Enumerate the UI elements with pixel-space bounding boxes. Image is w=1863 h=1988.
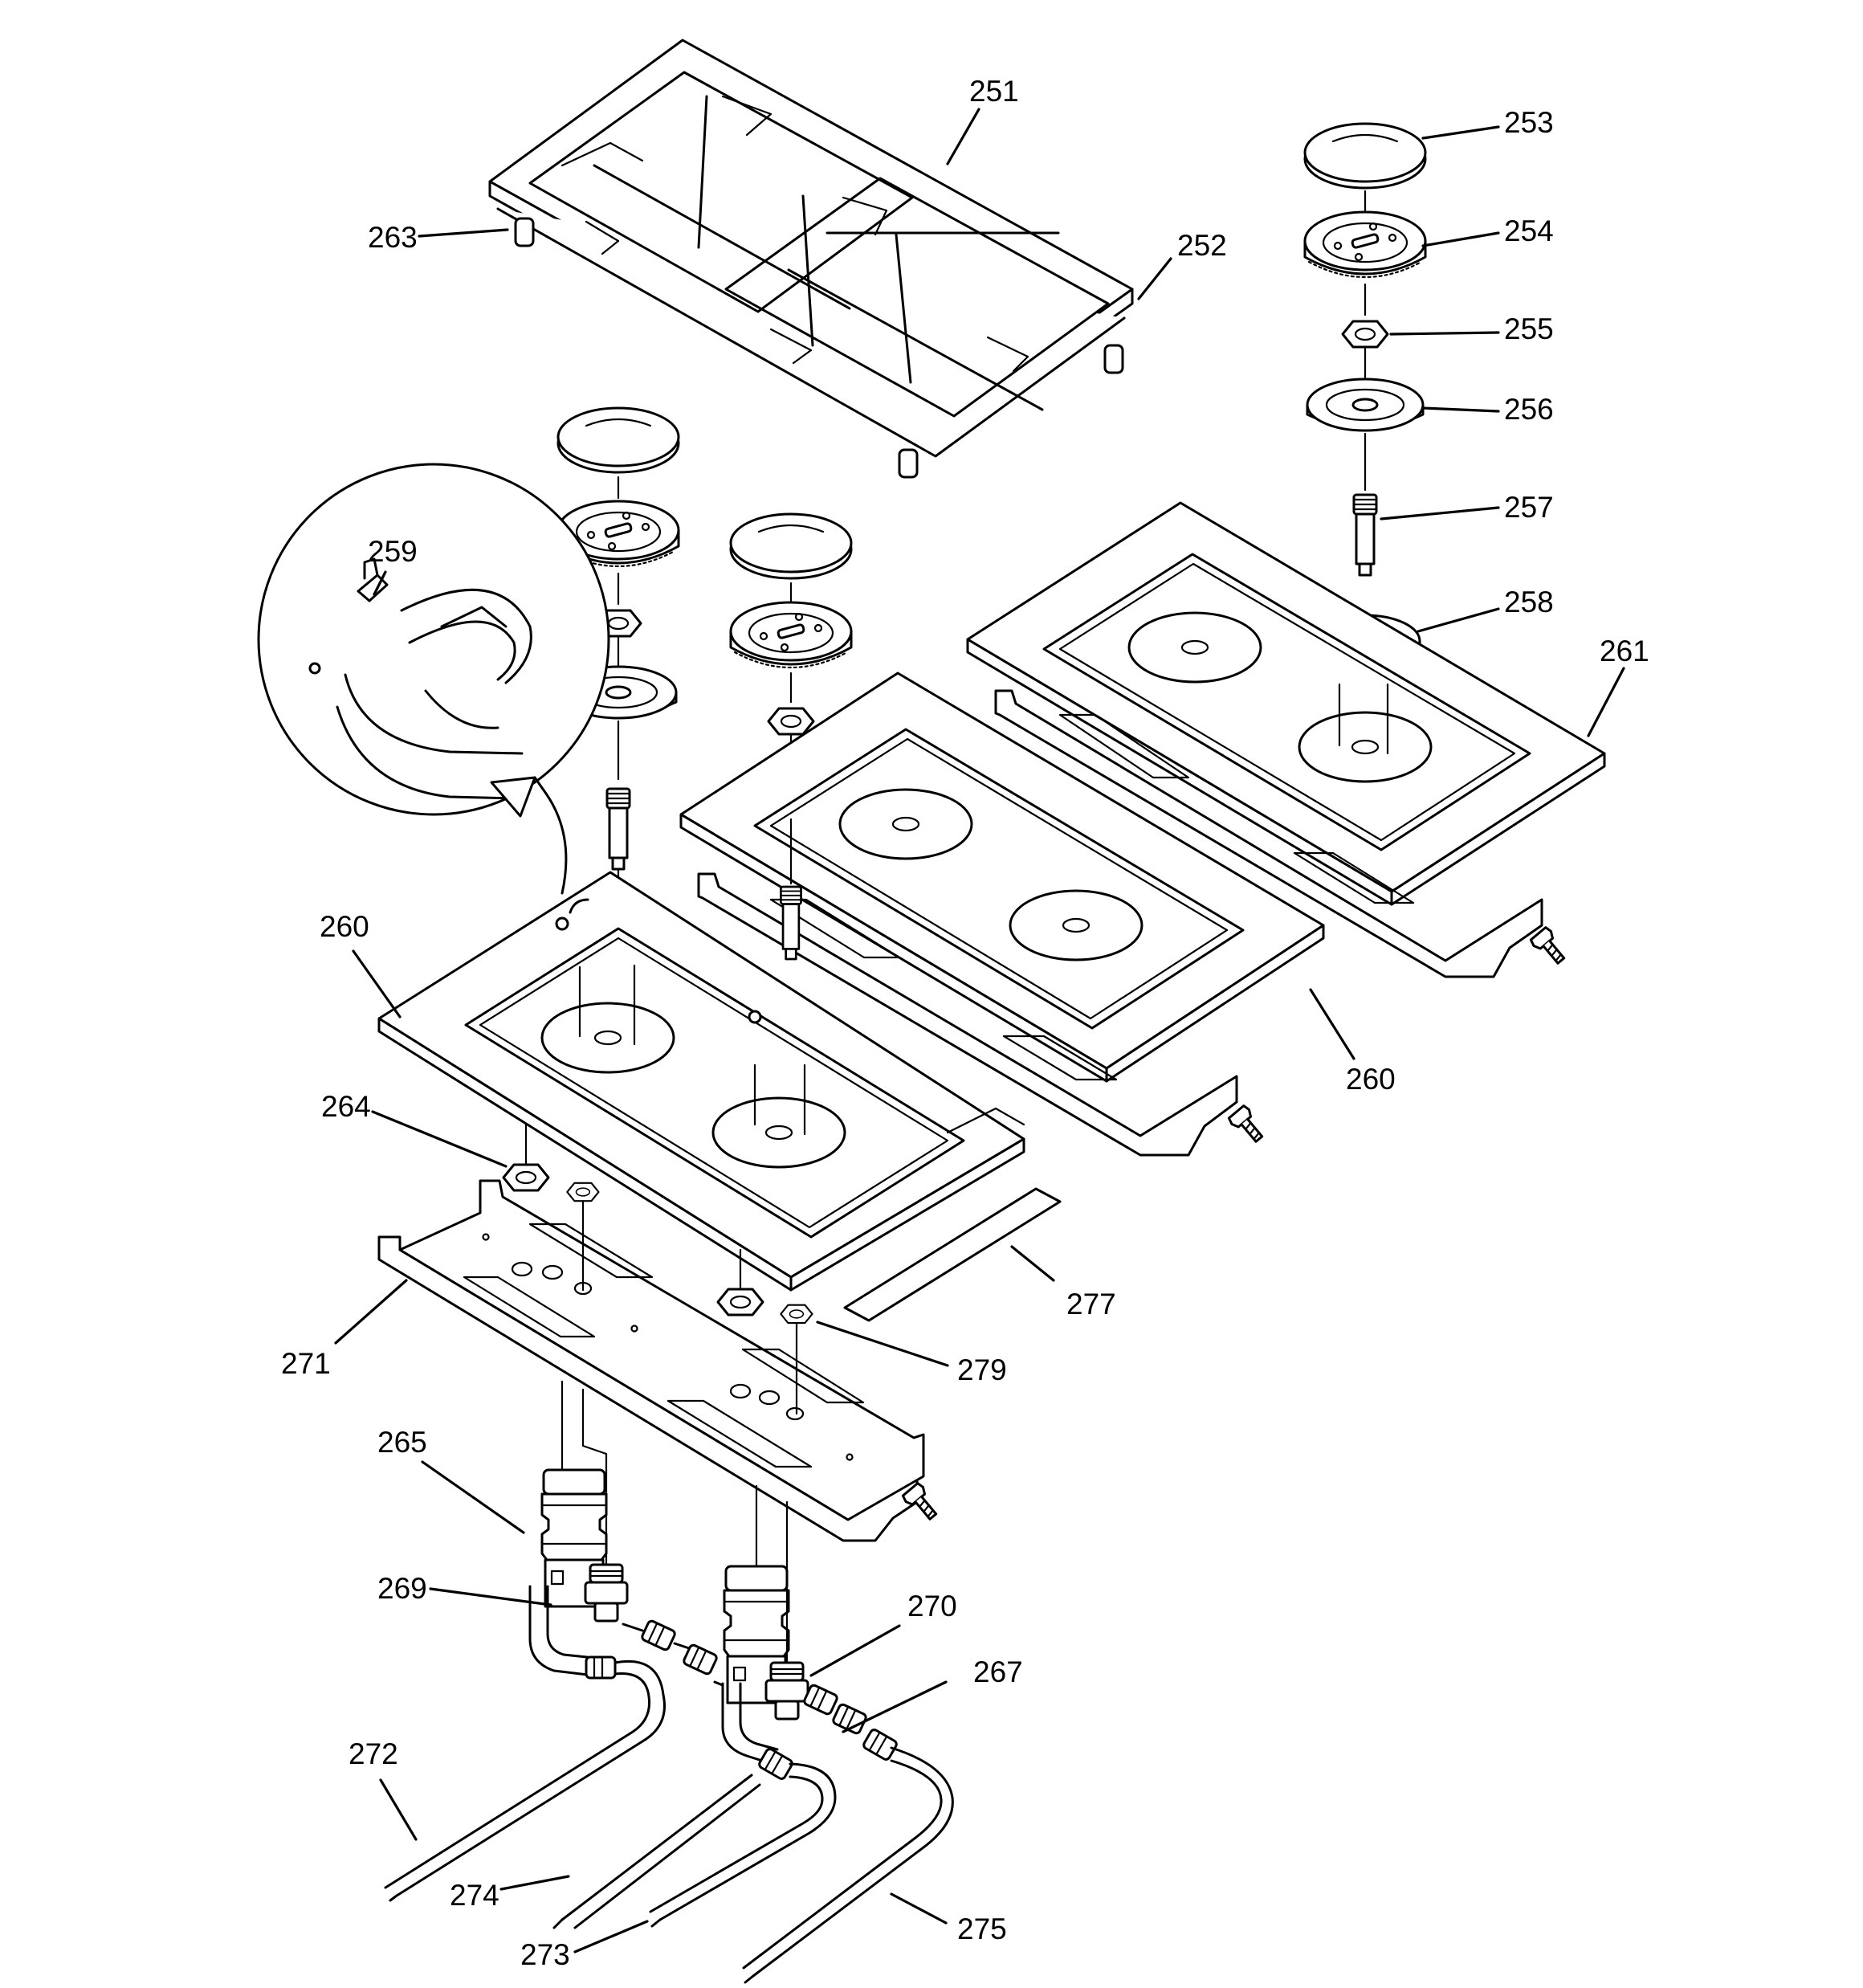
svg-text:270: 270: [907, 1590, 957, 1623]
callout-271: 271: [281, 1279, 408, 1380]
svg-text:257: 257: [1504, 491, 1554, 524]
svg-text:260: 260: [1346, 1063, 1396, 1096]
callout-labels: 251 252 253 254 255 256 257 258 259 260 …: [281, 75, 1649, 1971]
callout-255: 255: [1389, 312, 1554, 345]
callout-277: 277: [1010, 1245, 1116, 1321]
callout-258: 258: [1417, 586, 1554, 633]
callout-269: 269: [377, 1572, 552, 1606]
callout-253: 253: [1421, 106, 1554, 140]
svg-text:265: 265: [377, 1426, 427, 1459]
callout-265: 265: [377, 1426, 525, 1534]
svg-text:261: 261: [1600, 635, 1649, 667]
svg-text:260: 260: [320, 910, 369, 943]
svg-text:251: 251: [969, 75, 1019, 108]
svg-text:256: 256: [1504, 393, 1554, 426]
svg-text:279: 279: [957, 1353, 1007, 1386]
left-burner-box: [377, 871, 1025, 1292]
svg-text:269: 269: [377, 1572, 427, 1605]
callout-261: 261: [1587, 635, 1649, 737]
svg-text:277: 277: [1066, 1288, 1116, 1321]
callout-254: 254: [1421, 214, 1554, 247]
svg-text:272: 272: [349, 1737, 398, 1770]
manifold-bracket: [377, 1179, 944, 1542]
svg-text:274: 274: [450, 1879, 499, 1912]
callout-259: 259: [368, 535, 418, 596]
callout-260-left: 260: [320, 910, 402, 1018]
callout-267: 267: [842, 1655, 1023, 1733]
callout-263: 263: [368, 221, 509, 254]
callout-252: 252: [1137, 229, 1227, 300]
right-burner-stack: [1303, 122, 1427, 675]
detail-magnifier: [257, 463, 610, 895]
callout-256: 256: [1421, 393, 1554, 426]
svg-text:267: 267: [973, 1655, 1023, 1688]
callout-274: 274: [450, 1875, 570, 1912]
callout-260-right: 260: [1309, 988, 1396, 1096]
front-trim-strip: [843, 1187, 1062, 1322]
locknuts-gaskets: [502, 1123, 813, 1415]
svg-text:255: 255: [1504, 312, 1554, 345]
callout-273: 273: [520, 1920, 649, 1971]
right-burner-box: [966, 501, 1606, 978]
middle-burner-box: [679, 672, 1325, 1157]
callout-275: 275: [890, 1892, 1007, 1945]
svg-text:252: 252: [1177, 229, 1227, 262]
svg-text:254: 254: [1504, 214, 1554, 247]
svg-text:264: 264: [321, 1090, 371, 1123]
callout-270: 270: [809, 1590, 957, 1677]
svg-text:271: 271: [281, 1347, 331, 1380]
svg-text:275: 275: [957, 1912, 1007, 1945]
grate-assembly: [488, 39, 1134, 479]
gas-tubes: [384, 1585, 954, 1984]
callout-264: 264: [321, 1090, 508, 1168]
svg-text:273: 273: [520, 1938, 570, 1971]
svg-text:253: 253: [1504, 106, 1554, 139]
diagram-artwork: [257, 39, 1606, 1984]
svg-text:259: 259: [368, 535, 418, 568]
valves-fittings: [540, 1380, 809, 1721]
callout-251: 251: [946, 75, 1019, 165]
svg-text:263: 263: [368, 221, 418, 254]
callout-272: 272: [349, 1737, 418, 1841]
callout-279: 279: [816, 1321, 1007, 1386]
svg-text:258: 258: [1504, 586, 1554, 618]
callout-257: 257: [1380, 491, 1554, 524]
